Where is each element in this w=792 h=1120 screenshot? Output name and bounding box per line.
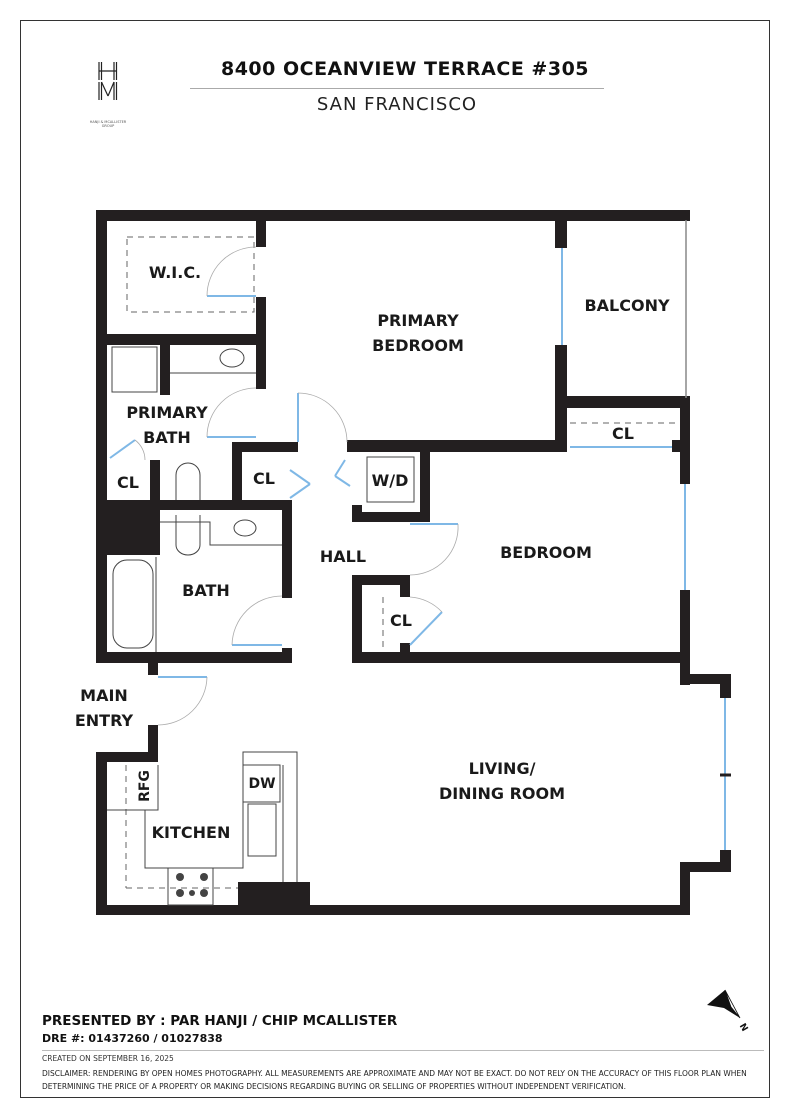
closet-shelf-lines [125, 236, 680, 889]
label-main-entry-2: ENTRY [75, 711, 134, 730]
sink-icon [219, 348, 245, 368]
dre-numbers: DRE #: 01437260 / 01027838 [42, 1032, 223, 1045]
fixtures [107, 346, 415, 906]
label-cl-bedroom: CL [390, 611, 412, 630]
walls [96, 210, 731, 915]
range-stove-icon [167, 867, 214, 906]
label-primary-bath-2: BATH [143, 428, 191, 447]
burner-icons [176, 873, 208, 897]
label-dw: DW [248, 776, 275, 792]
logo-text: HANJI & MCALLISTER GROUP [89, 120, 127, 128]
label-living-1: LIVING/ [469, 759, 536, 778]
label-living-2: DINING ROOM [439, 784, 565, 803]
presented-by: PRESENTED BY : PAR HANJI / CHIP MCALLIST… [42, 1013, 398, 1029]
label-primary-bedroom-2: BEDROOM [372, 336, 464, 355]
dishwasher [242, 764, 281, 803]
label-rfg: RFG [137, 770, 153, 802]
hm-monogram-icon [98, 62, 118, 100]
company-logo: HANJI & MCALLISTER GROUP [88, 60, 128, 128]
label-kitchen: KITCHEN [152, 823, 231, 842]
label-cl-hall: CL [253, 469, 275, 488]
north-arrow-icon: N [707, 989, 749, 1034]
label-balcony: BALCONY [584, 296, 670, 315]
label-cl-primary-bath: CL [117, 473, 139, 492]
footer-divider [42, 1050, 764, 1051]
disclaimer: DISCLAIMER: RENDERING BY OPEN HOMES PHOT… [42, 1069, 747, 1091]
door-leaves[interactable] [109, 295, 458, 678]
label-wd: W/D [372, 471, 409, 490]
toilet-icon [175, 462, 201, 500]
label-bath: BATH [182, 581, 230, 600]
label-primary-bath-1: PRIMARY [126, 403, 208, 422]
compass-label: N [737, 1022, 749, 1034]
shower [111, 346, 158, 393]
label-primary-bedroom-1: PRIMARY [377, 311, 459, 330]
label-cl-balcony: CL [612, 424, 634, 443]
property-city: SAN FRANCISCO [316, 94, 478, 115]
created-date: CREATED ON SEPTEMBER 16, 2025 [42, 1054, 174, 1063]
label-main-entry-1: MAIN [80, 686, 128, 705]
label-wic: W.I.C. [149, 263, 201, 282]
kitchen-sink-icon [247, 803, 277, 857]
toilet-icon [175, 515, 201, 556]
property-address: 8400 OCEANVIEW TERRACE #305 [220, 58, 590, 80]
label-bedroom: BEDROOM [500, 543, 592, 562]
title-divider [190, 88, 604, 89]
sink-icon [233, 519, 257, 537]
page-border [20, 20, 770, 1098]
door-swings [134, 246, 459, 726]
label-hall: HALL [320, 547, 366, 566]
washer-dryer [366, 456, 415, 503]
bathtub-icon [112, 559, 154, 649]
